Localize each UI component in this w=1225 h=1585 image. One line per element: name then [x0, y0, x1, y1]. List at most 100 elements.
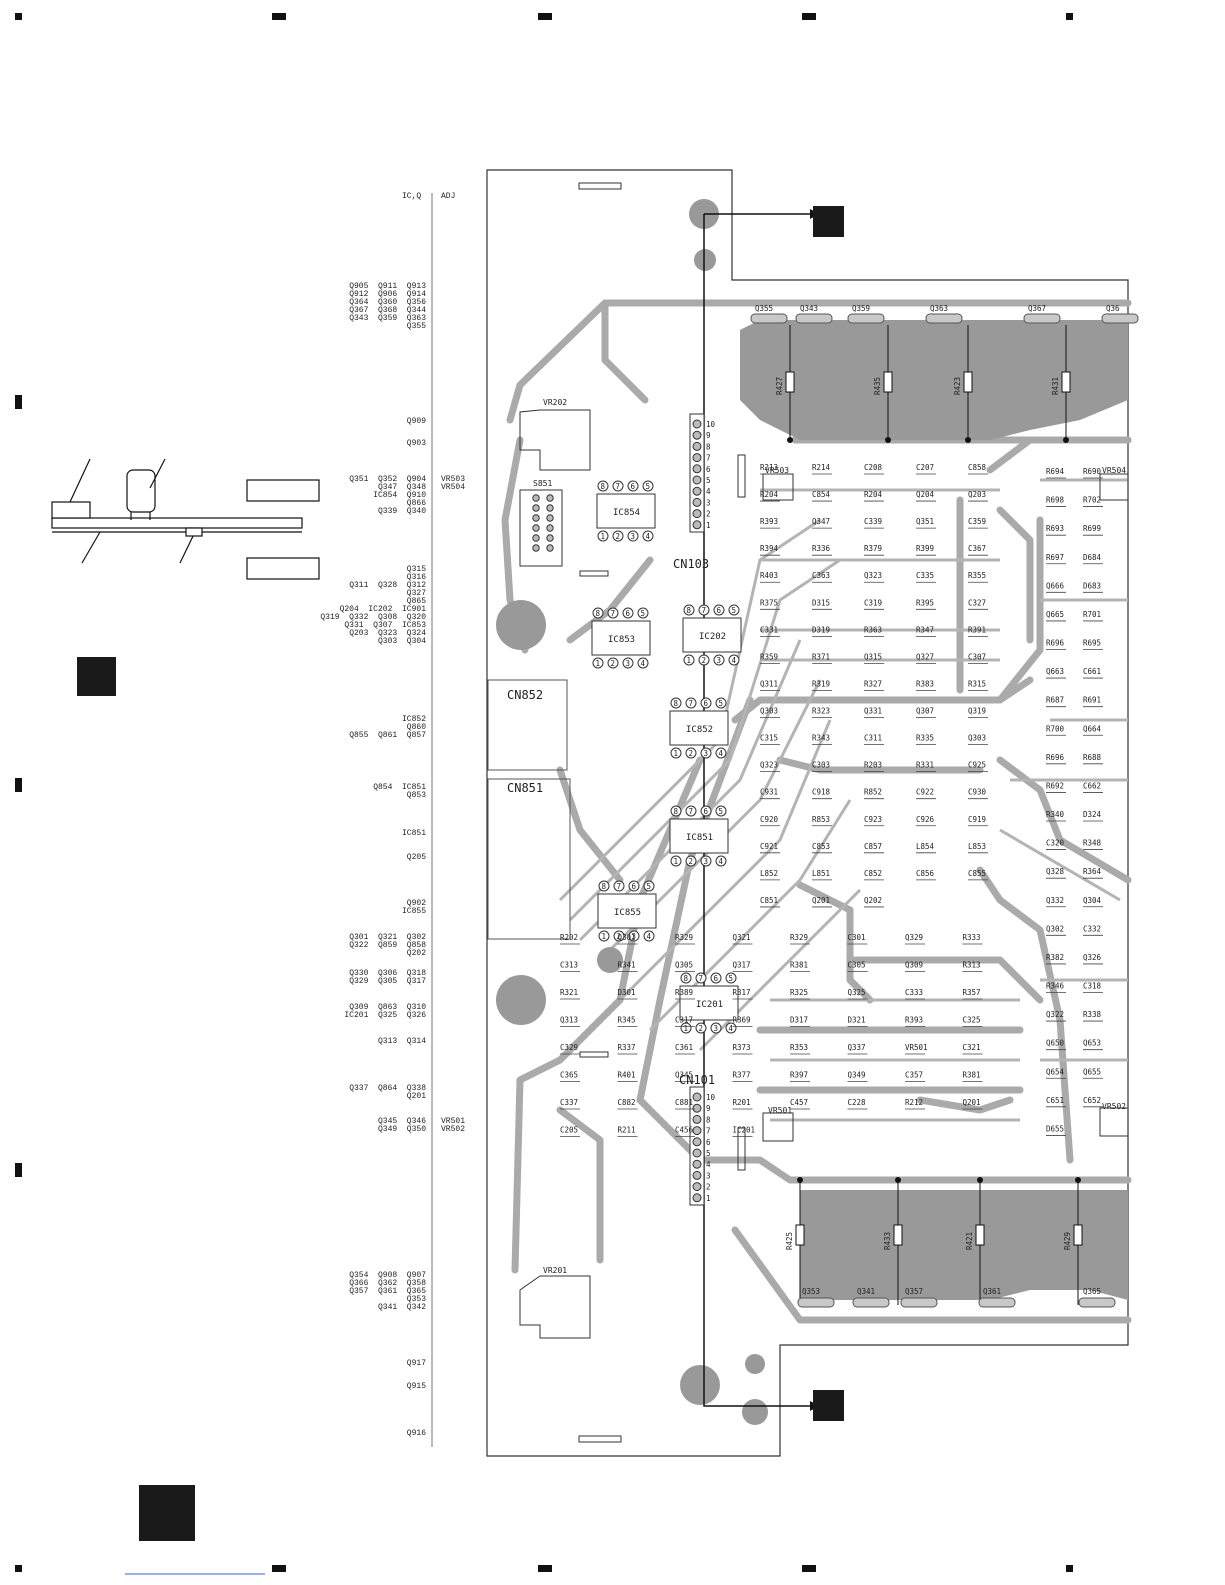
transistor-label: Q36: [1106, 304, 1120, 313]
ic-pin-number: 8: [602, 882, 607, 891]
switch-pin: [546, 534, 554, 542]
part-label: C931: [760, 788, 778, 797]
ic-label: IC852: [686, 725, 713, 735]
part-label: R329: [675, 933, 693, 942]
part-label: Q666: [1046, 581, 1065, 590]
index-row-parts: Q354 Q908 Q907 Q366 Q362 Q358 Q357 Q361 …: [349, 1271, 426, 1312]
ic-pin: [685, 805, 697, 817]
switch-pin: [546, 494, 554, 502]
copper-traces: [501, 299, 1132, 1324]
ic-pin: [642, 480, 654, 492]
part-label: Q655: [1083, 1067, 1101, 1076]
part-label: Q351: [916, 517, 934, 526]
connector-label: CN851: [507, 781, 543, 795]
part-label: R687: [1046, 696, 1064, 705]
index-row-parts: Q205: [406, 853, 426, 862]
part-label: C307: [968, 652, 986, 661]
ic-pin-number: 7: [689, 699, 694, 708]
part-label: R694: [1046, 467, 1065, 476]
part-label: R338: [1083, 1010, 1102, 1019]
ic-pin: [670, 697, 682, 709]
part-label: R340: [1046, 810, 1065, 819]
part-label: R204: [760, 490, 779, 499]
ic-pin-number: 2: [617, 932, 622, 941]
part-label: D301: [618, 988, 636, 997]
ic-pin-number: 8: [674, 699, 679, 708]
index-row-parts: Q315 Q316 Q311 Q328 Q312 Q327 Q865 Q204 …: [320, 565, 426, 646]
part-label: C208: [864, 463, 883, 472]
index-row-parts: IC852 Q860 Q855 Q861 Q857: [349, 715, 426, 740]
ic-pin: [710, 972, 722, 984]
ic-pin-number: 5: [732, 606, 737, 615]
index-row-parts: Q916: [406, 1429, 426, 1438]
vr-label: VR201: [543, 1266, 567, 1275]
part-label: R346: [1046, 982, 1065, 991]
switch-pin: [546, 514, 554, 522]
ic-label: IC855: [614, 908, 641, 918]
ic-pin: [685, 747, 697, 759]
ic-body: [682, 617, 742, 653]
ic-pin: [637, 607, 649, 619]
ic-pin-number: 6: [631, 482, 636, 491]
part-label: R697: [1046, 553, 1064, 562]
index-row-parts: Q854 IC851 Q853: [373, 783, 426, 800]
ic-pin-number: 6: [704, 699, 709, 708]
ic-pin-number: 1: [687, 656, 692, 665]
part-label: C926: [916, 815, 935, 824]
part-label: Q201: [812, 896, 830, 905]
resistor-label: R431: [1051, 377, 1060, 395]
resistor-body: [785, 371, 795, 393]
side-marker-b: [813, 1390, 844, 1421]
part-label: C925: [968, 761, 986, 770]
transistor-label: Q357: [905, 1287, 923, 1296]
ic-pin: [627, 530, 639, 542]
ic-pin: [700, 747, 712, 759]
ic-body: [669, 818, 729, 854]
header-pin: [692, 1170, 702, 1180]
ic-pin: [725, 1022, 737, 1034]
ic-pin: [713, 604, 725, 616]
part-label: Q303: [968, 734, 986, 743]
part-label: R371: [812, 652, 830, 661]
ic-body: [669, 710, 729, 746]
ic-pin: [680, 972, 692, 984]
ic-pin-number: 3: [704, 749, 709, 758]
part-label: R700: [1046, 724, 1065, 733]
part-label: R331: [916, 761, 934, 770]
part-label: R382: [1046, 953, 1064, 962]
index-row-parts: Q909: [406, 417, 426, 426]
part-label: R696: [1046, 753, 1065, 762]
ic-pin: [710, 1022, 722, 1034]
part-label: C930: [968, 788, 987, 797]
part-label: C854: [812, 490, 831, 499]
part-label: C918: [812, 788, 831, 797]
part-label: C363: [812, 571, 830, 580]
ic-pin: [628, 880, 640, 892]
resistor-label: R427: [775, 377, 784, 395]
part-label: R337: [618, 1043, 636, 1052]
part-label: R692: [1046, 781, 1064, 790]
part-label: C335: [916, 571, 934, 580]
pin-number: 1: [706, 1194, 711, 1203]
part-label: C858: [968, 463, 987, 472]
part-label: C331: [760, 625, 778, 634]
part-label: Q303: [760, 707, 778, 716]
header-pin: [692, 464, 702, 474]
part-label: R325: [790, 988, 808, 997]
part-label: Q347: [812, 517, 830, 526]
part-label: C457: [790, 1098, 808, 1107]
part-label: C856: [916, 869, 935, 878]
solder-pad: [895, 1177, 901, 1183]
part-label: C325: [963, 1016, 981, 1025]
ic-pin: [670, 805, 682, 817]
part-label: C365: [560, 1071, 578, 1080]
ic-pin: [698, 654, 710, 666]
ic-pin: [683, 654, 695, 666]
part-label: Q328: [1046, 867, 1065, 876]
ic-pin-number: 4: [732, 656, 737, 665]
pin-number: 1: [706, 521, 711, 530]
solder-pad: [797, 1177, 803, 1183]
ic-pin-number: 2: [689, 749, 694, 758]
index-row-parts: Q902 IC855: [401, 899, 426, 916]
part-label: C661: [1083, 667, 1101, 676]
